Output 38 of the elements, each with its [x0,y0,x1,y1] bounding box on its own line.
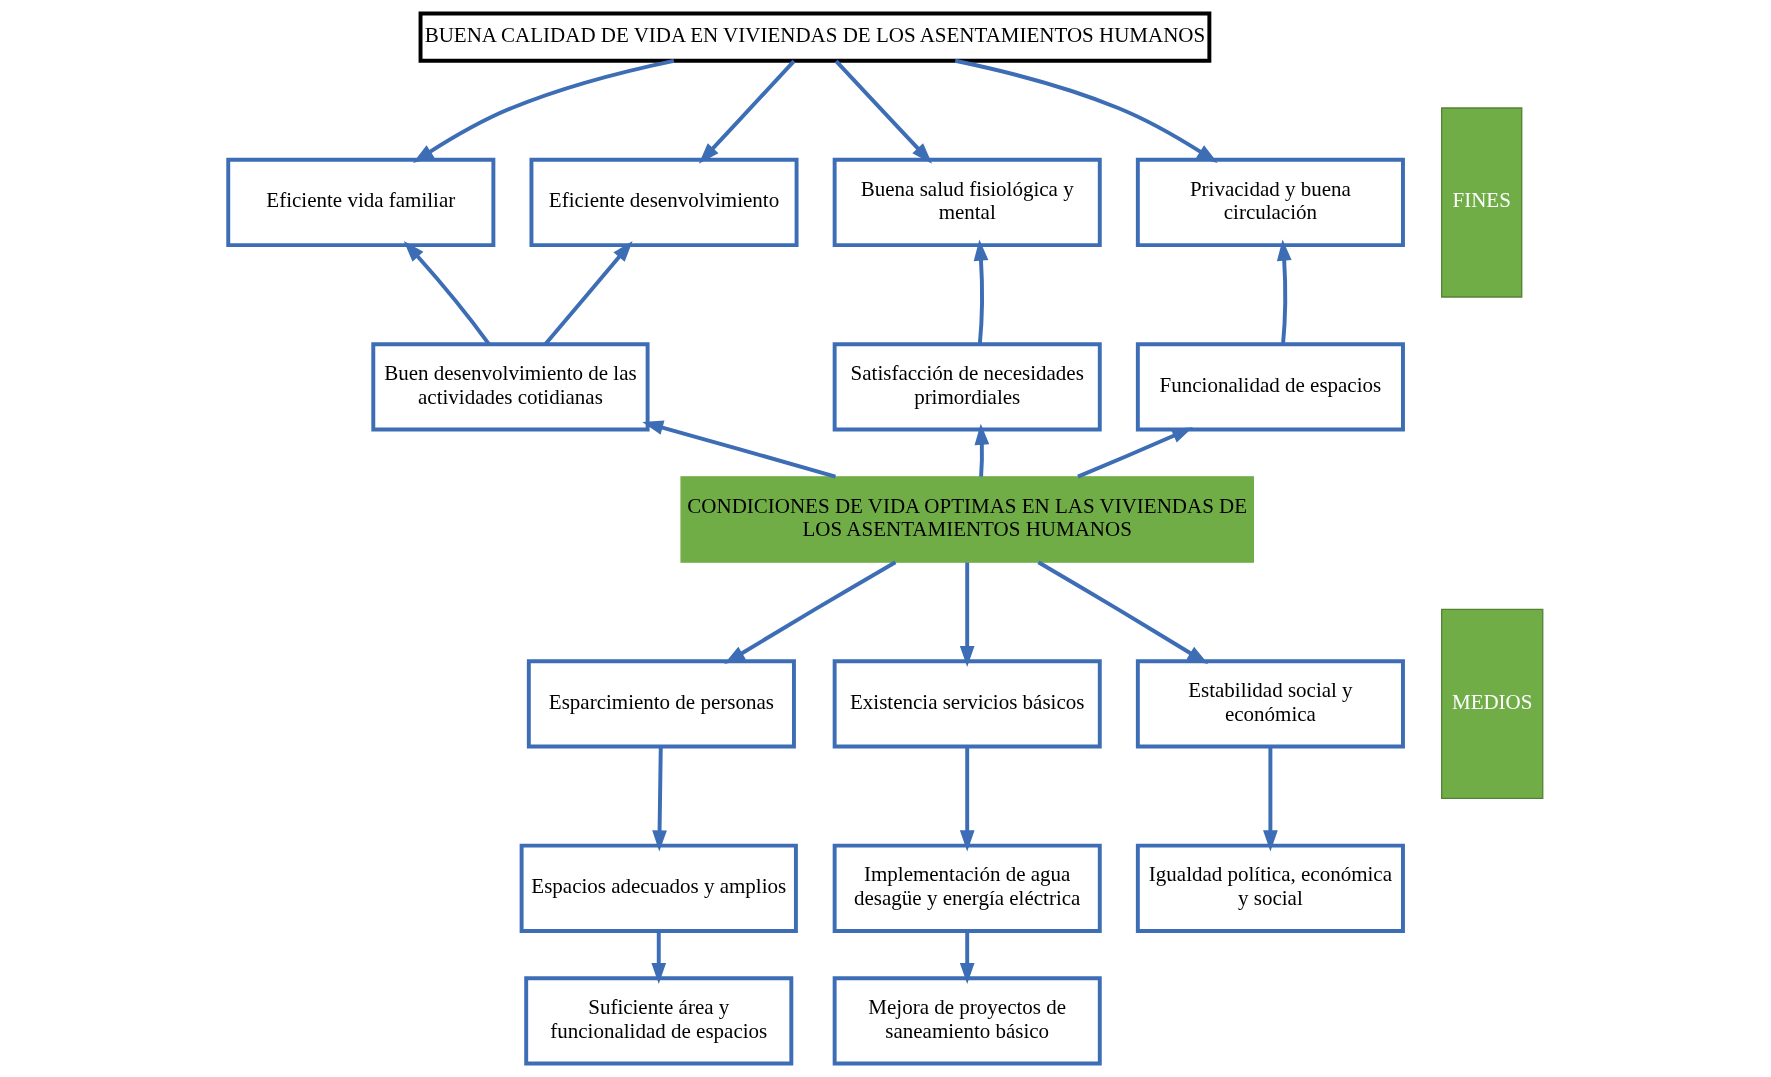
node-box: Existencia servicios básicos [832,659,1102,749]
node-box: Eficiente desenvolvimiento [529,157,799,248]
arrow [973,239,989,345]
arrow [1276,239,1292,345]
node-box: Estabilidad social y económica [1135,659,1405,749]
arrow [642,420,836,479]
arrow [1263,746,1278,852]
node-box: Eficiente vida familiar [226,157,496,248]
node-box: Buena salud fisiológica y mental [832,157,1102,248]
arrow [651,931,667,984]
arrow [959,746,975,852]
node-box: Igualdad política, económica y social [1135,843,1405,933]
node-box: MEDIOS [1441,608,1544,800]
arrow [959,562,975,667]
node-box: Implementación de agua desagüe y energía eléctrica [832,843,1102,933]
arrow [954,58,1218,163]
node-box: BUENA CALIDAD DE VIDA EN VIVIENDAS DE LOS ASENTAMIENTOS HUMANOS [418,11,1212,63]
arrow [544,240,633,346]
arrow [959,931,975,984]
arrow [724,560,897,665]
arrow [1077,427,1193,479]
node-box: CONDICIONES DE VIDA OPTIMAS EN LAS VIVIENDAS DE LOS ASENTAMIENTOS HUMANOS [680,476,1254,563]
arrow [974,423,990,477]
node-box: Mejora de proyectos de saneamiento básico [832,976,1102,1066]
arrow [698,59,796,164]
arrow [652,746,667,852]
node-box: Suficiente área y funcionalidad de espacios [524,976,794,1066]
node-box: Esparcimiento de personas [526,659,796,749]
node-box: FINES [1441,107,1523,298]
arrow [403,241,491,346]
arrow [1037,560,1209,665]
node-box: Funcionalidad de espacios [1135,342,1405,432]
node-box: Privacidad y buena circulación [1135,157,1405,248]
node-box: Buen desenvolvimiento de las actividades cotidianas [371,342,650,432]
arrow [834,59,933,164]
node-box: Espacios adecuados y amplios [519,843,798,933]
node-box: Satisfacción de necesidades primordiales [832,342,1102,432]
arrow [412,58,675,163]
